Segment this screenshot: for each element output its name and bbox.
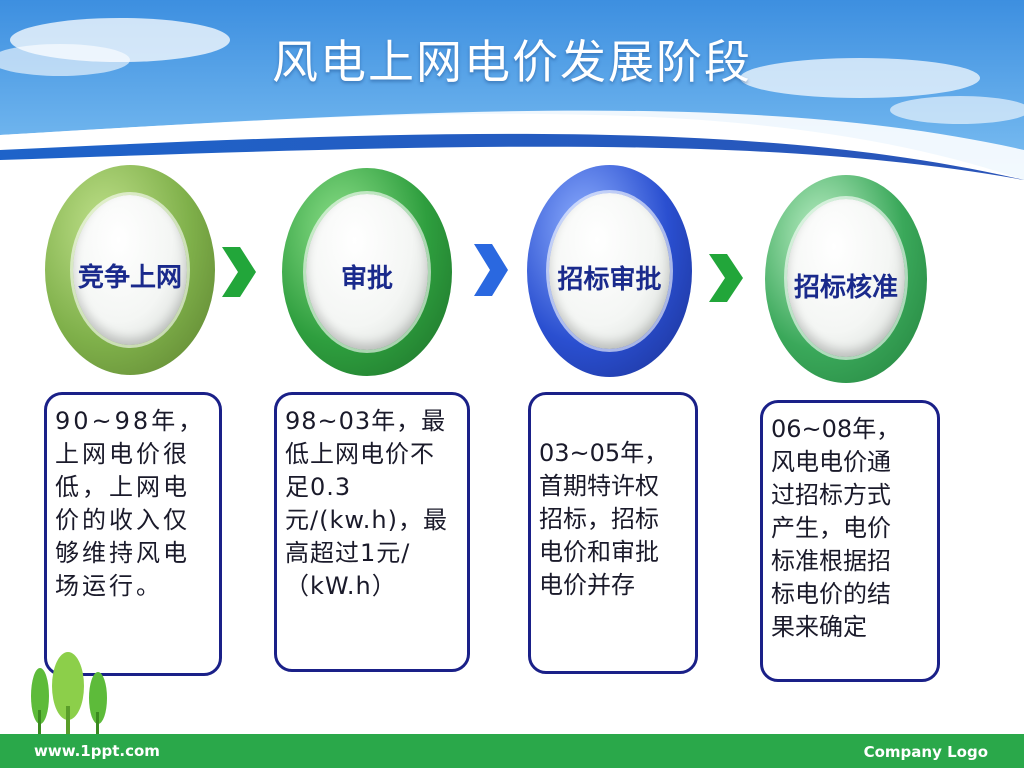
chevron-right-icon [709,254,743,302]
stage-description: 98~03年，最低上网电价不足0.3元/(kw.h)，最高超过1元/（kW.h） [285,407,448,600]
stage-description: 03~05年， 首期特许权 招标，招标 电价和审批 电价并存 [539,439,669,599]
stage-description-box-3: 03~05年， 首期特许权 招标，招标 电价和审批 电价并存 [528,392,698,674]
stage-inner-disc [73,195,187,345]
sky-header-background [0,0,1024,180]
stage-label: 招标审批 [557,265,662,295]
stage-description-box-4: 06~08年， 风电电价通 过招标方式 产生，电价 标准根据招 标电价的结 果来… [760,400,940,682]
stage-circle-3: 招标审批 [527,165,692,377]
stage-label: 招标核准 [793,273,898,303]
stage-description-box-1: 90~98年， 上网电价很低，上网电价的收入仅够维持风电场运行。 [44,392,222,676]
chevron-right-icon [474,244,508,296]
chevron-right-icon [222,247,256,297]
slide-title: 风电上网电价发展阶段 [272,35,752,89]
stage-circle-1: 竞争上网 [45,165,215,375]
stage-description: 06~08年， 风电电价通 过招标方式 产生，电价 标准根据招 标电价的结 果来… [771,415,901,641]
stage-inner-disc [306,194,428,350]
stage-label: 竞争上网 [77,263,182,293]
stage-inner-disc [549,193,670,349]
stage-circle-2: 审批 [282,168,452,376]
footer-website: www.1ppt.com [34,742,160,760]
stage-circle-4: 招标核准 [765,175,927,383]
stage-label: 审批 [340,264,393,294]
footer-bar [0,734,1024,768]
stage-description: 90~98年， 上网电价很低，上网电价的收入仅够维持风电场运行。 [55,407,206,600]
company-logo: Company Logo [863,743,988,761]
stage-description-box-2: 98~03年，最低上网电价不足0.3元/(kw.h)，最高超过1元/（kW.h） [274,392,470,672]
stage-inner-disc [787,199,905,357]
tree-decoration-icon [31,652,107,734]
